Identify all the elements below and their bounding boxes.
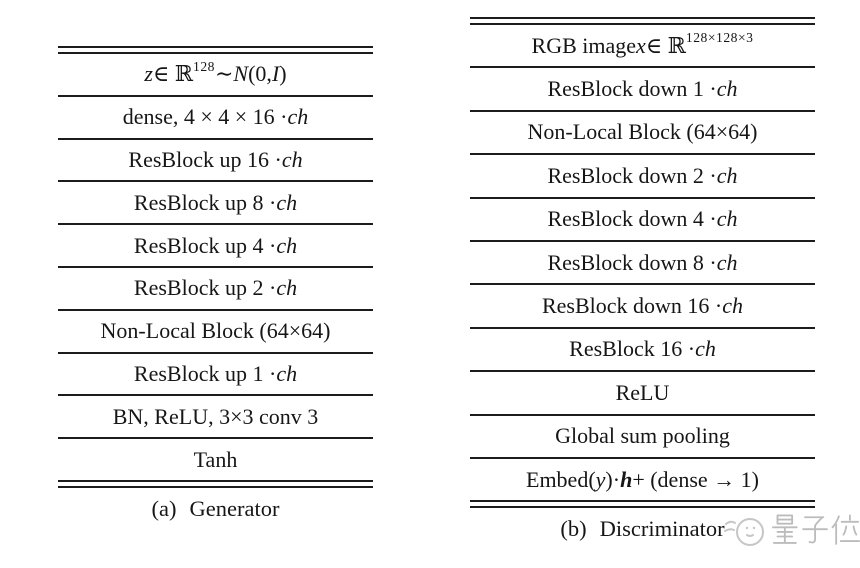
table-row: ResBlock down 8 · ch	[470, 242, 815, 286]
watermark	[722, 510, 860, 552]
discriminator-caption: (b) Discriminator	[470, 516, 815, 542]
caption-label: (a)	[151, 495, 177, 521]
table-row: Non-Local Block (64×64)	[58, 311, 373, 354]
qbitai-mascot-icon	[724, 518, 764, 546]
table-row: ResBlock down 4 · ch	[470, 199, 815, 242]
table-row: Tanh	[193, 446, 238, 472]
caption-text: Discriminator	[599, 516, 725, 542]
table-row: ResBlock up 1 · ch	[58, 354, 373, 397]
watermark-text	[772, 514, 860, 545]
table-row: Global sum pooling	[470, 416, 815, 459]
generator-caption: (a) Generator	[58, 496, 373, 522]
table-row: dense, 4 × 4 × 16 · ch	[58, 97, 373, 140]
table-row: ResBlock up 16 · ch	[58, 140, 373, 183]
table-row: ResBlock up 2 · ch	[58, 268, 373, 311]
table-row: BN, ReLU, 3×3 conv 3	[58, 396, 373, 440]
table-top-rule	[58, 46, 373, 54]
table-row: Non-Local Block (64×64)	[470, 112, 815, 156]
table-row: ReLU	[470, 372, 815, 416]
table-row: ResBlock 16 · ch	[470, 329, 815, 373]
caption-text: Generator	[189, 495, 280, 521]
table-row: ResBlock down 16 · ch	[470, 285, 815, 329]
table-row: ResBlock up 4 · ch	[58, 225, 373, 268]
table-top-rule	[470, 17, 815, 25]
table-bottom-rule	[58, 479, 373, 488]
table-row: ResBlock up 8 · ch	[58, 182, 373, 226]
table-row: ResBlock down 1 · ch	[470, 68, 815, 112]
table-bottom-rule	[470, 500, 815, 509]
table-row: ResBlock down 2 · ch	[470, 155, 815, 199]
table-row: Embed(y)·h + (dense → 1)	[526, 466, 759, 492]
caption-label: (b)	[560, 516, 587, 542]
